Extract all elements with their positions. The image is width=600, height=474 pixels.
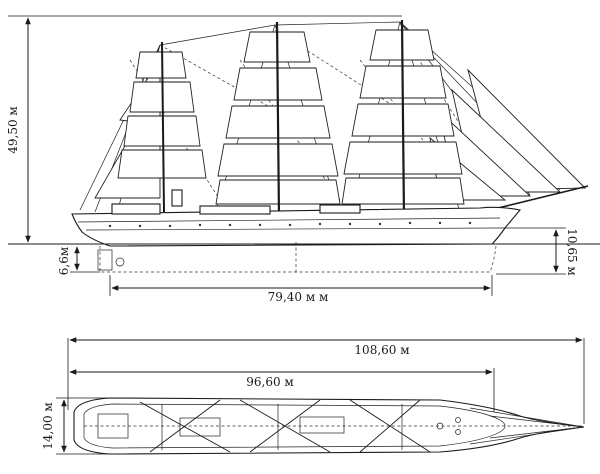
deckhouse-fore [319,204,361,214]
mast-fore [341,19,465,219]
propeller [115,257,125,267]
bowsprit [489,185,589,211]
mast-aft [117,41,207,213]
waterline-length-label: 79,40 м м [268,290,329,304]
deckhouse-aft [111,203,161,215]
height-label: 49,50 м [6,106,20,154]
hull-length-label: 96,60 м [246,375,294,389]
wheelhouse [171,189,183,207]
plan-rigging [84,399,585,453]
depth-label: 10,65 м [565,228,579,276]
rudder [97,249,113,271]
beam-label: 14,00 м [41,402,55,450]
underwater-hull [99,245,497,273]
deckhouse-mid [199,205,271,215]
mast-main [215,21,341,219]
side-view [8,15,600,274]
length-overall-label: 108,60 м [354,343,409,357]
draft-label: 6,6м [57,247,71,275]
portholes [108,221,472,228]
plan-view [73,397,585,455]
